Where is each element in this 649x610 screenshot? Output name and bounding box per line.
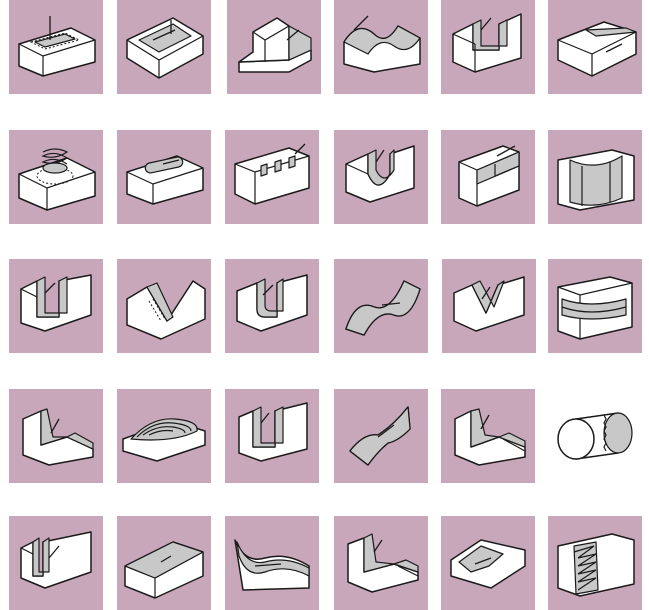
tile-thread-milling [548,516,642,610]
tile-cylinder-knurl [548,389,642,483]
tile-step-chamfer [9,389,103,483]
face-milling-icon [117,516,211,610]
tile-slot [441,0,535,94]
tile-chamfered-edge [548,0,642,94]
chamfered-edge-icon [548,0,642,94]
tile-deep-pocket [225,389,319,483]
tile-dual-shoulder [334,516,428,610]
tile-side-shoulder [227,0,321,94]
tile-3d-contour [117,389,211,483]
tile-ruled-surface [334,389,428,483]
tile-stepped-shoulder [441,389,535,483]
tile-concave-channel [548,130,642,224]
tile-t-slot-edge [441,130,535,224]
v-groove-icon [442,259,536,353]
side-shoulder-icon [227,0,321,94]
deep-pocket-icon [225,389,319,483]
dual-shoulder-icon [334,516,428,610]
closed-pocket-icon [117,0,211,94]
tile-helical-ramp [9,130,103,224]
circular-groove-icon [548,259,642,353]
helical-ramp-icon [9,130,103,224]
thread-milling-icon [548,516,642,610]
tile-plunge-pocket [9,0,103,94]
full-radius-groove-icon [334,130,428,224]
slanted-wall-slot-icon [117,259,211,353]
slot-icon [441,0,535,94]
tile-wavy-surface [334,259,428,353]
freeform-channel-icon [225,516,319,610]
tile-keyway-slot [225,259,319,353]
tile-closed-pocket [117,0,211,94]
wavy-surface-icon [334,259,428,353]
ruled-surface-icon [334,389,428,483]
tile-deep-slot [9,259,103,353]
tile-contoured-surface [334,0,428,94]
step-chamfer-icon [9,389,103,483]
multiple-slots-icon [225,130,319,224]
inclined-v-groove-icon [441,516,535,610]
tile-full-radius-groove [334,130,428,224]
stepped-shoulder-icon [441,389,535,483]
concave-channel-icon [548,130,642,224]
tile-multiple-slots [225,130,319,224]
tile-slanted-wall-slot [117,259,211,353]
tile-v-groove [442,259,536,353]
cylinder-knurl-icon [548,389,642,483]
3d-contour-icon [117,389,211,483]
open-pocket-icon [117,130,211,224]
narrow-slot-icon [9,516,103,610]
keyway-slot-icon [225,259,319,353]
t-slot-edge-icon [441,130,535,224]
tile-circular-groove [548,259,642,353]
contoured-surface-icon [334,0,428,94]
plunge-pocket-icon [9,0,103,94]
tile-face-milling [117,516,211,610]
tile-inclined-v-groove [441,516,535,610]
tile-open-pocket [117,130,211,224]
tile-narrow-slot [9,516,103,610]
tile-freeform-channel [225,516,319,610]
deep-slot-icon [9,259,103,353]
